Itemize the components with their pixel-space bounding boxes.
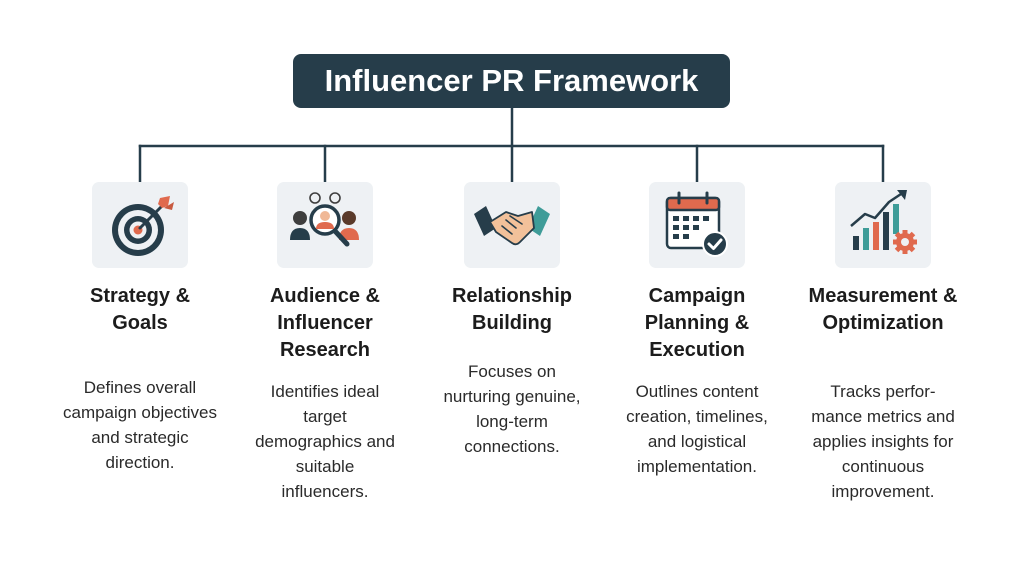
pillar-icon-tile [835,182,931,268]
pillar-title: Strategy & Goals [89,285,191,334]
pillar-title: Relationship Building [451,285,572,334]
pillar-audience-research: Audience & Influencer Research Identifie… [225,182,425,504]
framework-title: Influencer PR Framework [293,54,730,108]
pillar-description: Identifies ideal target demographics and… [255,382,395,501]
pillar-title: Audience & Influencer Research [269,285,381,361]
pillar-campaign: Campaign Planning & Execution Outlines c… [597,182,797,479]
growth-chart-gear-icon [850,190,917,254]
pillar-relationship: Relationship Building Focuses on nurturi… [412,182,612,459]
pillar-icon-tile [92,182,188,268]
audience-search-icon [290,192,359,247]
handshake-icon [474,206,550,246]
pillar-strategy: Strategy & Goals Defines overall campaig… [40,182,240,475]
pillar-icon-tile [464,182,560,268]
pillar-icon-tile [277,182,373,268]
pillar-description: Outlines content creation, timelines, an… [626,382,768,476]
pillar-description: Defines overall campaign objectives and … [62,378,218,472]
pillar-description: Focuses on nurturing genuine, long-term … [443,362,581,456]
pillar-measurement: Measurement & Optimization Tracks perfor… [783,182,983,504]
target-icon [112,196,174,256]
pillar-icon-tile [649,182,745,268]
pillar-title: Measurement & Optimization [808,285,958,334]
pillar-title: Campaign Planning & Execution [644,285,750,361]
calendar-check-icon [665,191,728,257]
connector-tree [138,106,885,184]
pillar-description: Tracks perfor- mance metrics and applies… [811,382,955,501]
